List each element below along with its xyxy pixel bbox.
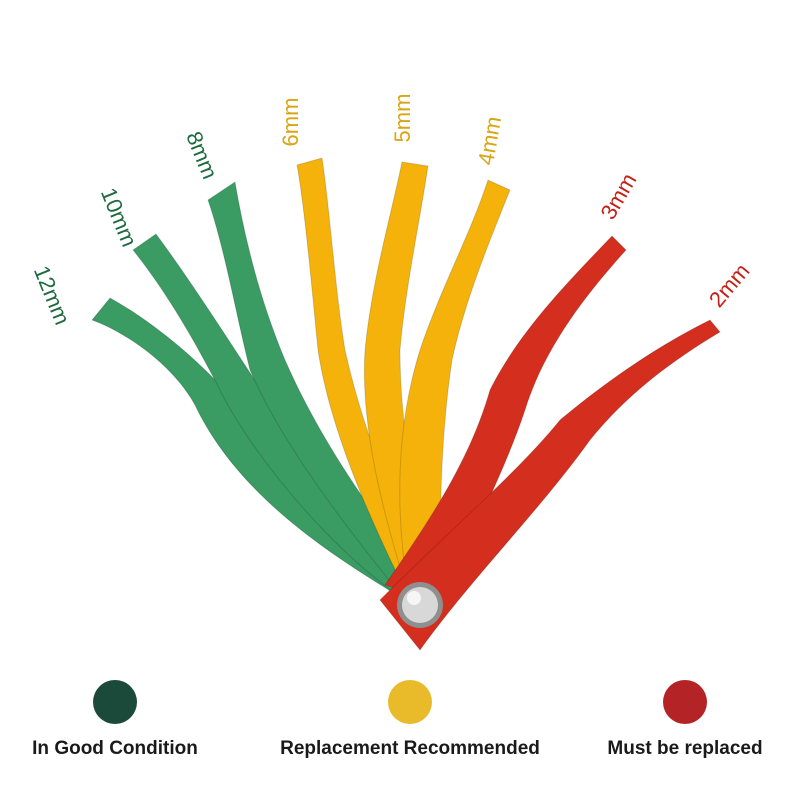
- gauge-label-6mm: 6mm: [278, 98, 303, 147]
- gauge-label-8mm: 8mm: [181, 128, 222, 183]
- gauge-label-10mm: 10mm: [96, 184, 142, 250]
- legend-label: Must be replaced: [607, 738, 763, 759]
- gauge-label-5mm: 5mm: [390, 94, 415, 143]
- gauge-label-4mm: 4mm: [473, 114, 506, 166]
- gauge-blade-2mm: [379, 319, 721, 651]
- pivot-screw: [397, 582, 443, 628]
- gauge-label-2mm: 2mm: [704, 258, 755, 312]
- legend-item-replace: Must be replaced: [555, 680, 800, 760]
- replacement-recommended-dot: [388, 680, 432, 724]
- legend-item-good: In Good Condition: [0, 680, 245, 760]
- condition-legend: In Good Condition Replacement Recommende…: [0, 680, 800, 780]
- gauge-label-3mm: 3mm: [595, 169, 641, 224]
- must-be-replaced-dot: [663, 680, 707, 724]
- legend-label: In Good Condition: [32, 738, 198, 759]
- good-condition-dot: [93, 680, 137, 724]
- gauge-blade-3mm: [384, 235, 627, 601]
- gauge-label-12mm: 12mm: [29, 262, 75, 328]
- legend-item-recommended: Replacement Recommended: [280, 680, 540, 760]
- gauge-blades: [91, 157, 721, 651]
- gauge-blade-4mm: [399, 179, 511, 601]
- legend-label: Replacement Recommended: [280, 738, 540, 759]
